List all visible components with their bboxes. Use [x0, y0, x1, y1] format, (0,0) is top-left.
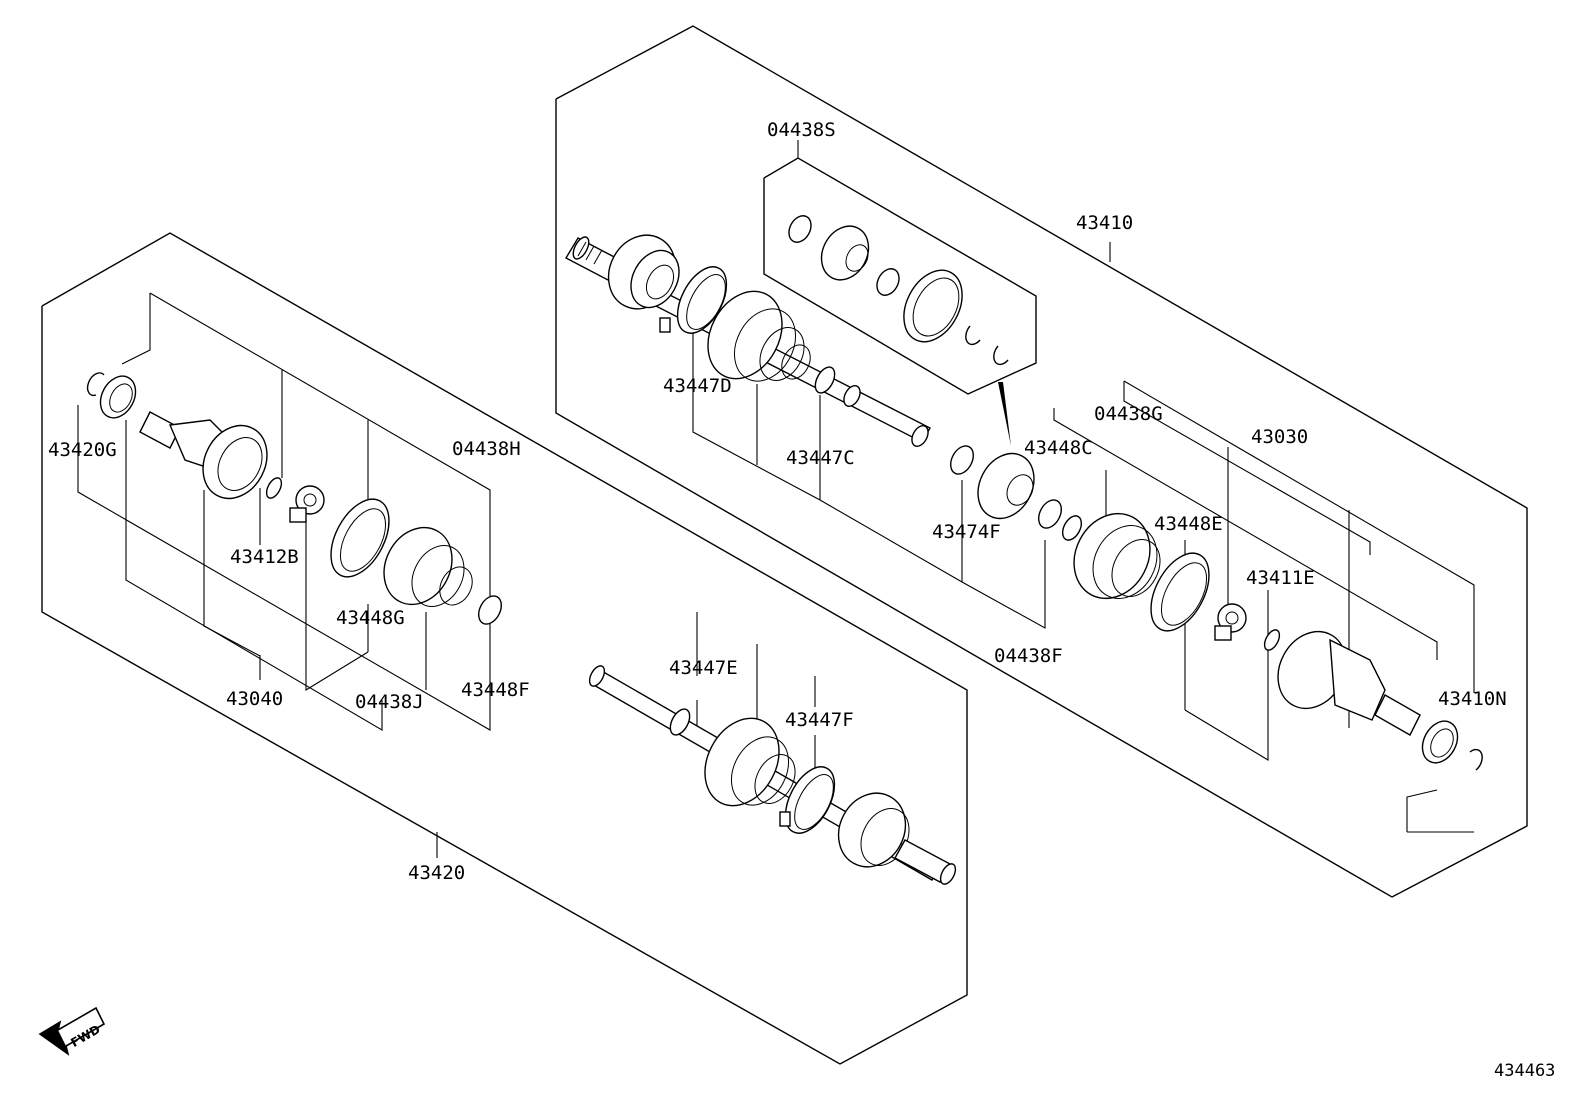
- label-43447E[interactable]: 43447E: [669, 657, 738, 679]
- label-04438J[interactable]: 04438J: [355, 691, 424, 713]
- boot-clamp-43447C: [814, 366, 861, 407]
- snap-ring-43420G: [86, 372, 105, 397]
- outer-boot-left: [704, 717, 796, 807]
- boot-clamp-43447E: [669, 708, 691, 736]
- part-labels: 43410 04438S 43447D 43447C 43474F 43448C…: [48, 119, 1507, 884]
- spline-end-right-inner: [911, 425, 929, 447]
- label-43448F[interactable]: 43448F: [461, 679, 530, 701]
- snap-ring-43411E: [1263, 629, 1281, 651]
- left-inner-joint-parts: [86, 372, 502, 625]
- label-43030[interactable]: 43030: [1251, 426, 1308, 448]
- right-drive-shaft: [565, 215, 1483, 771]
- label-04438G[interactable]: 04438G: [1094, 403, 1163, 425]
- label-43474F[interactable]: 43474F: [932, 521, 1001, 543]
- label-43412B[interactable]: 43412B: [230, 546, 299, 568]
- label-43420[interactable]: 43420: [408, 862, 465, 884]
- oil-seal-43410N: [1421, 720, 1483, 771]
- label-43448E[interactable]: 43448E: [1154, 513, 1223, 535]
- kit-frame-04438S: [763, 140, 1037, 395]
- kit-04438S-parts: [788, 215, 1009, 366]
- oil-seal-43420G: [99, 375, 137, 419]
- label-43410N[interactable]: 43410N: [1438, 688, 1507, 710]
- outer-cv-joint-right: [607, 234, 680, 310]
- boot-clamp-43448G: [330, 498, 390, 578]
- forward-direction-arrow: FWD: [38, 1006, 106, 1056]
- label-43448G[interactable]: 43448G: [336, 607, 405, 629]
- boot-clamp-43448C: [1038, 499, 1062, 529]
- label-43447C[interactable]: 43447C: [786, 447, 855, 469]
- kit-frame-43040: [77, 292, 491, 731]
- inner-boot-left: [383, 526, 473, 607]
- label-04438S[interactable]: 04438S: [767, 119, 836, 141]
- label-04438F[interactable]: 04438F: [994, 645, 1063, 667]
- inner-boot-right: [1061, 512, 1161, 600]
- label-43420G[interactable]: 43420G: [48, 439, 117, 461]
- label-43411E[interactable]: 43411E: [1246, 567, 1315, 589]
- leader-lines-right: [692, 242, 1269, 638]
- spline-end-left-inner: [588, 665, 606, 687]
- outer-boot-right: [707, 290, 811, 382]
- boot-clamp-43448F: [478, 595, 502, 625]
- left-drive-shaft: [588, 665, 957, 885]
- bearing-43474F: [950, 445, 1035, 520]
- kit-frame-43030: [1053, 380, 1475, 833]
- assembly-frame-43410: [555, 25, 1528, 898]
- inboard-joint-housing-43040: [139, 411, 268, 500]
- tripod-joint-left: [289, 485, 325, 523]
- assembly-frame-43420: [41, 232, 968, 1065]
- snap-ring-43412B: [265, 477, 283, 499]
- label-43410[interactable]: 43410: [1076, 212, 1133, 234]
- boot-clamp-43447F: [779, 766, 836, 834]
- label-43447F[interactable]: 43447F: [785, 709, 854, 731]
- tripod-joint-right: [1214, 603, 1247, 641]
- label-43447D[interactable]: 43447D: [663, 375, 732, 397]
- boot-clamp-43448E: [1150, 552, 1210, 632]
- leader-lines-left: [436, 612, 816, 858]
- label-43448C[interactable]: 43448C: [1024, 437, 1093, 459]
- illustration-id: 434463: [1494, 1061, 1555, 1081]
- boot-clamp-43447D: [659, 266, 728, 334]
- label-43040[interactable]: 43040: [226, 688, 283, 710]
- inboard-joint-housing-right: [1277, 630, 1421, 736]
- label-04438H[interactable]: 04438H: [452, 438, 521, 460]
- spline-end-left-outer: [894, 839, 957, 885]
